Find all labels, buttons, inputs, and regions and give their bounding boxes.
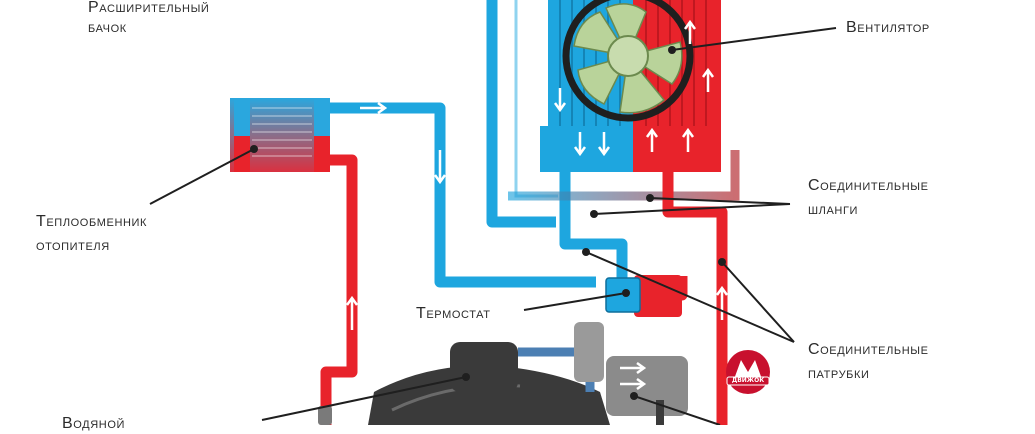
radiator-bottom-tank-hot [633,126,721,172]
brand-logo [726,350,770,394]
leader-engine [261,376,467,421]
leader-pipes-b [721,261,795,343]
label-pipes-line2: патрубки [808,365,870,382]
label-heater-core-line2: отопителя [36,237,110,254]
leader-thermostat [523,292,627,311]
label-thermostat: Термостат [416,305,491,322]
heater-core [230,98,330,172]
pipe-engine-to-heater [316,154,358,425]
pipe-radiator-outlet [559,170,628,290]
label-heater-core-line1: Теплообменник [36,213,148,230]
label-fan: Вентилятор [846,19,930,36]
label-hoses: Соединительные шланги [808,176,929,220]
radiator-bottom-tank-cold [540,126,633,172]
leader-hoses-a [593,203,791,215]
fan [562,0,694,122]
label-hoses-line1: Соединительные [808,177,929,194]
water-pump-body [450,342,518,392]
thermostat-housing-grey [606,356,688,416]
leader-hoses-b [649,197,791,205]
label-hoses-line2: шланги [808,201,859,218]
label-pipes-line1: Соединительные [808,341,929,358]
label-expansion-tank-line1: Расширительный [88,0,210,16]
leader-pipes-a [585,251,795,343]
leader-lines [149,27,837,425]
engine [318,322,688,425]
cooling-system-diagram [149,0,837,425]
pipe-tank-line [486,0,556,228]
logo-text: ДВИЖОК [731,377,765,384]
leader-heater [149,148,255,205]
label-expansion-tank-line2: бачок [88,19,127,36]
leader-fan [671,27,837,51]
label-heater-core: Теплообменник отопителя [36,212,147,256]
hose-radiator-return [508,150,740,201]
thermostat-housing-hot [634,275,682,317]
flow-arrows [345,19,729,391]
label-pipes: Соединительные патрубки [808,340,929,384]
leader-housing [633,395,721,425]
label-bottom-cut: Водяной [62,415,125,432]
label-expansion-tank: Расширительный бачок [88,0,209,38]
leader-dots [582,46,726,266]
